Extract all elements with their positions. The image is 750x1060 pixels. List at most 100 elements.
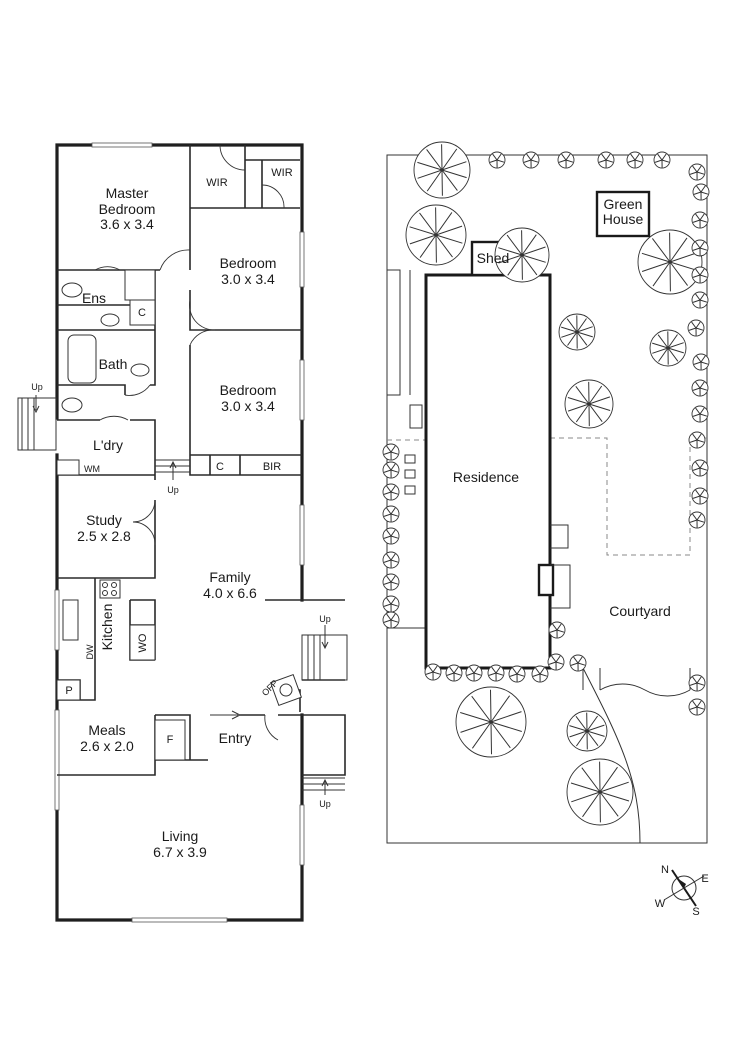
label-entry: Entry bbox=[219, 730, 252, 746]
steps-entry bbox=[302, 777, 345, 795]
window bbox=[299, 504, 305, 566]
label-up-family: Up bbox=[319, 614, 331, 624]
tree-icon bbox=[692, 353, 710, 371]
basin bbox=[130, 363, 150, 377]
tree-icon bbox=[547, 653, 565, 671]
fridge-box bbox=[154, 719, 186, 761]
label-up-entry: Up bbox=[319, 799, 331, 809]
tree-icon bbox=[626, 151, 644, 169]
compass: N E S W bbox=[655, 864, 709, 918]
window bbox=[299, 359, 305, 421]
pier-mark bbox=[404, 485, 416, 495]
label-green-house-1: Green bbox=[604, 196, 643, 212]
tree-icon bbox=[688, 511, 706, 529]
tree-icon bbox=[691, 379, 709, 397]
fireplace-box bbox=[269, 673, 303, 707]
room-name-meals: Meals bbox=[88, 722, 125, 738]
tree-icon bbox=[531, 665, 549, 683]
compass-e: E bbox=[701, 873, 708, 885]
label-residence: Residence bbox=[453, 469, 519, 485]
label-f: F bbox=[167, 734, 174, 746]
label-up-left: Up bbox=[31, 382, 43, 392]
label-ens: Ens bbox=[82, 290, 106, 306]
door-swing bbox=[94, 144, 285, 741]
residence-steps bbox=[550, 524, 571, 609]
tree-icon bbox=[688, 698, 706, 716]
room-name-living: Living bbox=[162, 828, 199, 844]
tree-icon bbox=[557, 151, 575, 169]
steps-family bbox=[301, 625, 348, 681]
pier-mark bbox=[404, 454, 416, 464]
tree-icon bbox=[558, 313, 596, 351]
room-size-master-bedroom: 3.6 x 3.4 bbox=[100, 216, 154, 232]
pantry-box bbox=[56, 679, 81, 701]
tree-icon bbox=[688, 163, 706, 181]
courtyard-boundary bbox=[387, 437, 707, 556]
label-wm: WM bbox=[84, 464, 100, 474]
tree-icon bbox=[382, 505, 400, 523]
room-name-family: Family bbox=[209, 569, 250, 585]
tree-icon bbox=[691, 239, 709, 257]
tree-icon bbox=[413, 141, 471, 199]
label-c-hall: C bbox=[216, 461, 224, 473]
pier-mark bbox=[404, 469, 416, 479]
burner bbox=[111, 590, 117, 596]
compass-s: S bbox=[692, 906, 699, 918]
label-ldry: L'dry bbox=[93, 437, 123, 453]
tree-icon bbox=[691, 405, 709, 423]
tree-icon bbox=[508, 665, 526, 683]
cooktop bbox=[99, 579, 121, 599]
tree-icon bbox=[465, 664, 483, 682]
room-size-family: 4.0 x 6.6 bbox=[203, 585, 257, 601]
window bbox=[131, 917, 228, 923]
shower-box bbox=[124, 269, 156, 301]
label-wo: WO bbox=[137, 633, 149, 652]
residence-bay bbox=[537, 563, 555, 597]
label-bath: Bath bbox=[99, 356, 128, 372]
room-name-master-bedroom-2: Bedroom bbox=[99, 201, 156, 217]
tree-icon bbox=[691, 266, 709, 284]
tree-icon bbox=[691, 291, 709, 309]
room-name-bedroom-2: Bedroom bbox=[220, 382, 277, 398]
room-size-study: 2.5 x 2.8 bbox=[77, 528, 131, 544]
tree-icon bbox=[382, 595, 400, 613]
window bbox=[54, 589, 60, 651]
tree-icon bbox=[382, 551, 400, 569]
tree-icon bbox=[569, 654, 587, 672]
side-path bbox=[387, 269, 423, 429]
tree-icon bbox=[564, 379, 614, 429]
tree-icon bbox=[637, 229, 703, 295]
tree-icon bbox=[487, 664, 505, 682]
tree-icon bbox=[455, 686, 527, 758]
room-size-bedroom-1: 3.0 x 3.4 bbox=[221, 271, 275, 287]
trees bbox=[382, 141, 710, 826]
label-shed: Shed bbox=[477, 250, 510, 266]
tree-icon bbox=[688, 431, 706, 449]
entry-arrow bbox=[210, 710, 242, 720]
tree-icon bbox=[653, 151, 671, 169]
tree-icon bbox=[566, 710, 608, 752]
room-name-bedroom-1: Bedroom bbox=[220, 255, 277, 271]
room-name-master-bedroom: Master bbox=[106, 185, 149, 201]
label-courtyard: Courtyard bbox=[609, 603, 670, 619]
toilet bbox=[61, 282, 83, 298]
tree-icon bbox=[687, 319, 705, 337]
tree-icon bbox=[649, 329, 687, 367]
tree-icon bbox=[382, 527, 400, 545]
window bbox=[91, 142, 153, 148]
tree-icon bbox=[691, 459, 709, 477]
label-wir-2: WIR bbox=[271, 167, 292, 179]
burner bbox=[111, 582, 117, 588]
label-bir: BIR bbox=[263, 461, 281, 473]
label-green-house-2: House bbox=[603, 211, 644, 227]
window bbox=[54, 709, 60, 811]
tree-icon bbox=[405, 204, 467, 266]
label-c-ens: C bbox=[138, 307, 146, 319]
tree-icon bbox=[382, 461, 400, 479]
compass-w: W bbox=[655, 898, 666, 910]
tree-icon bbox=[494, 227, 550, 283]
window bbox=[299, 231, 305, 288]
floor-plan: Master Bedroom 3.6 x 3.4 Bedroom 3.0 x 3… bbox=[17, 142, 348, 923]
steps-hall bbox=[155, 459, 190, 480]
